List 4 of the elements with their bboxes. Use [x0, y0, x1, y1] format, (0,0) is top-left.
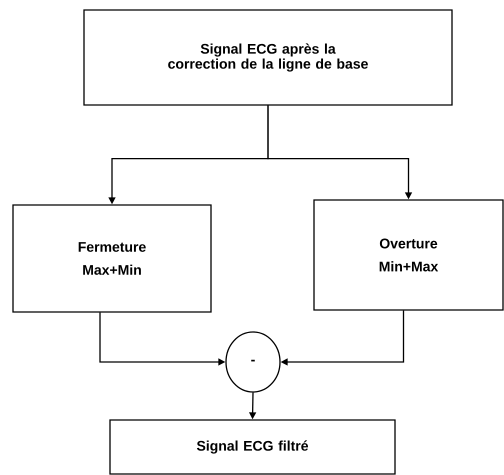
- process-box: Fermeture Max+Min: [12, 204, 212, 313]
- process-box: Signal ECG après la correction de la ligne de base: [83, 9, 453, 106]
- process-box: Signal ECG filtré: [109, 419, 396, 475]
- process-box: Overture Min+Max: [313, 199, 504, 311]
